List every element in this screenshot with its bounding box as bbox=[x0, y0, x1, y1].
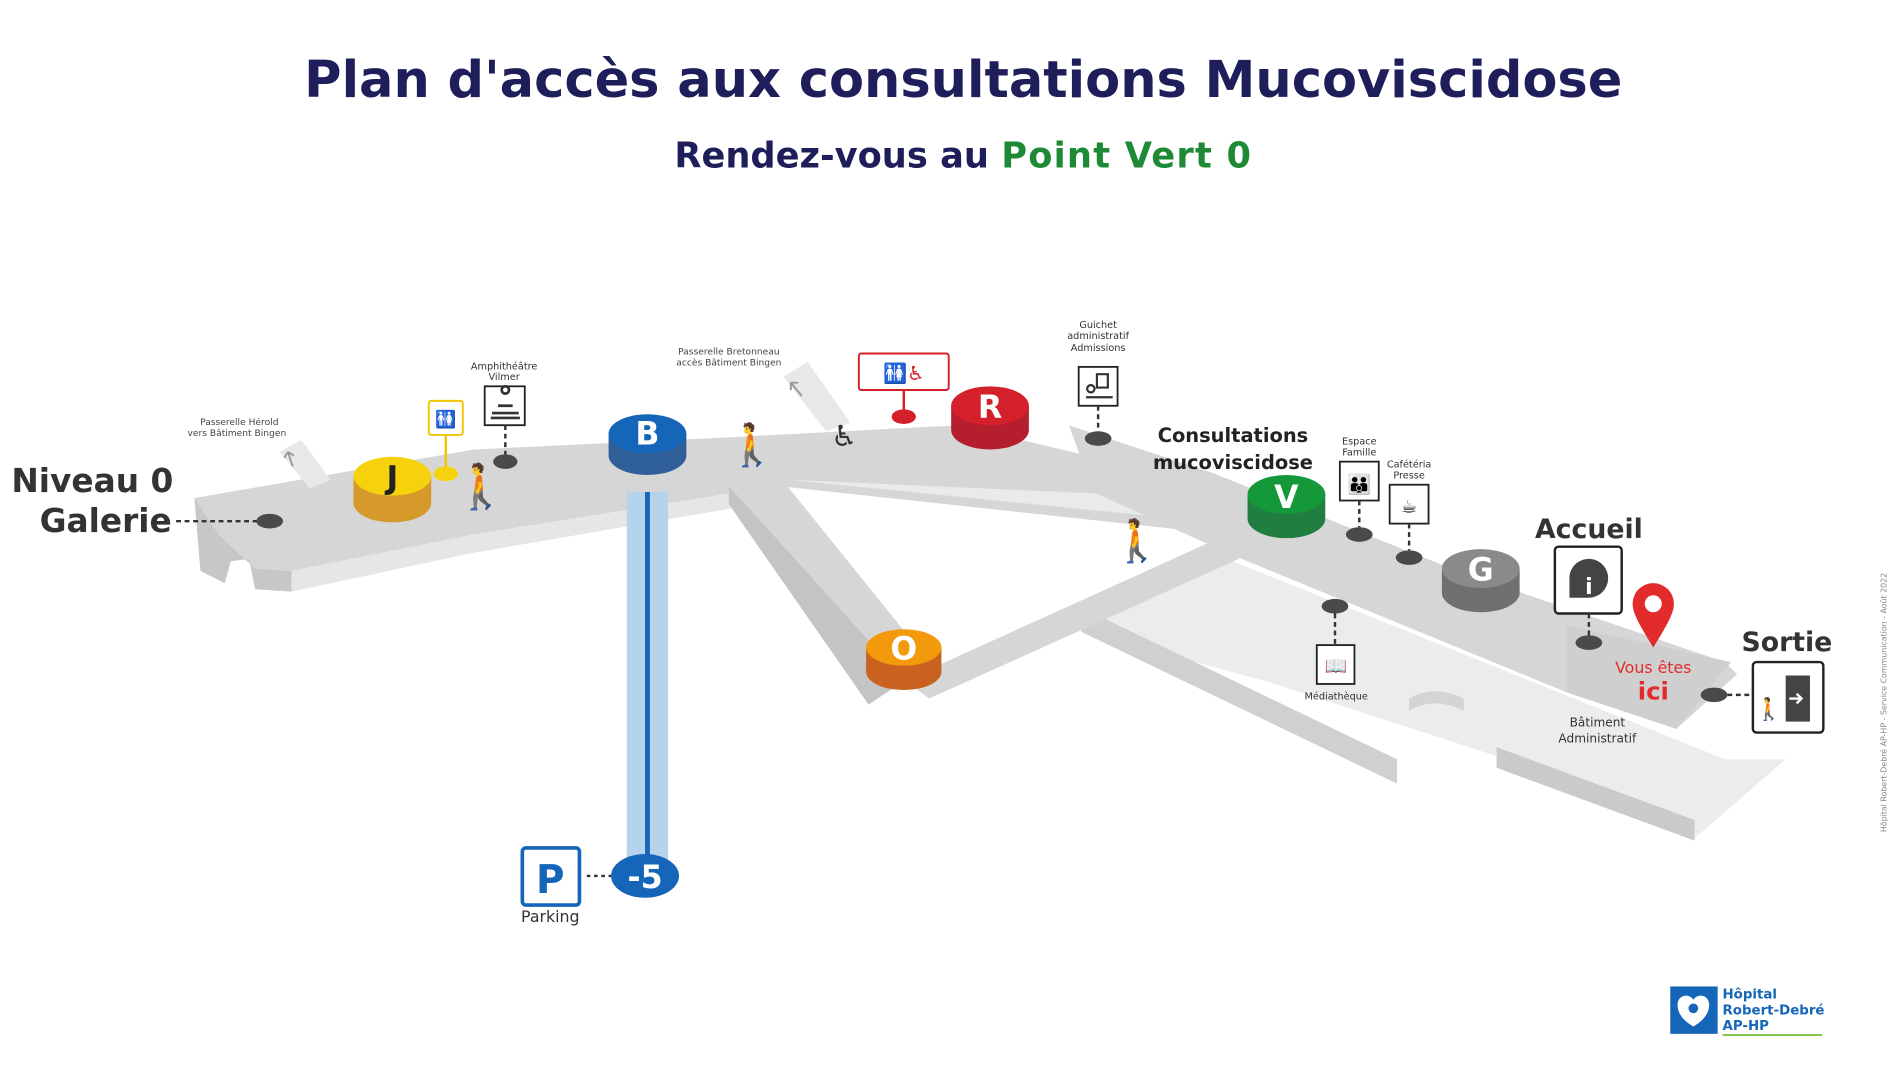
svg-text:O: O bbox=[890, 632, 917, 668]
parking-level-badge[interactable]: -5 bbox=[611, 854, 680, 898]
svg-text:Admissions: Admissions bbox=[1071, 343, 1126, 354]
toilets-sign-yellow[interactable]: 🚻 bbox=[427, 399, 464, 482]
svg-text:R: R bbox=[978, 390, 1002, 426]
coffee-newspaper-icon: ☕ bbox=[1401, 497, 1417, 518]
admissions-desk-sign[interactable] bbox=[1077, 365, 1119, 446]
svg-text:Famille: Famille bbox=[1342, 448, 1376, 459]
arrow-up-left-icon-2 bbox=[789, 381, 803, 397]
svg-text:Presse: Presse bbox=[1393, 471, 1425, 482]
svg-text:accès Bâtiment Bingen: accès Bâtiment Bingen bbox=[676, 358, 781, 369]
consultations-label: Consultations bbox=[1158, 424, 1309, 447]
svg-text:vers Bâtiment Bingen: vers Bâtiment Bingen bbox=[188, 429, 287, 439]
corridor-galerie bbox=[194, 425, 1227, 571]
svg-text:Robert-Debré: Robert-Debré bbox=[1723, 1002, 1825, 1018]
svg-text:i: i bbox=[1585, 575, 1592, 600]
svg-text:Passerelle Hérold: Passerelle Hérold bbox=[200, 417, 278, 428]
location-dot bbox=[256, 513, 284, 529]
courtyard-hole bbox=[1409, 691, 1464, 711]
vous-etes-ici-area bbox=[1567, 625, 1732, 729]
sanitary-sign-red[interactable]: 🚻♿ bbox=[857, 352, 950, 424]
svg-text:Cafétéria: Cafétéria bbox=[1387, 459, 1432, 471]
passerelle-bretonneau bbox=[783, 362, 851, 432]
svg-text:mucoviscidose: mucoviscidose bbox=[1153, 451, 1313, 474]
parking-sign[interactable]: P bbox=[520, 846, 582, 907]
point-r[interactable]: R bbox=[951, 386, 1029, 450]
svg-text:Vilmer: Vilmer bbox=[489, 372, 520, 383]
amphitheatre-sign[interactable] bbox=[483, 385, 526, 469]
svg-text:Passerelle Bretonneau: Passerelle Bretonneau bbox=[678, 348, 780, 358]
family-space-sign[interactable]: 👪 bbox=[1338, 460, 1380, 542]
svg-text:Médiathèque: Médiathèque bbox=[1305, 691, 1368, 703]
floor-plan bbox=[194, 362, 1786, 841]
hospital-logo: Hôpital Robert-Debré AP-HP bbox=[1670, 986, 1825, 1036]
toilets-accessible-baby-icon: 🚻♿ bbox=[883, 362, 925, 385]
point-b[interactable]: B bbox=[608, 414, 687, 476]
corridor-o-left bbox=[728, 473, 930, 681]
walking-exit-icon: 🚶 bbox=[1755, 697, 1782, 723]
info-icon bbox=[1569, 558, 1609, 598]
svg-text:Bâtiment: Bâtiment bbox=[1570, 715, 1626, 729]
svg-text:Amphithéâtre: Amphithéâtre bbox=[471, 360, 538, 372]
svg-text:AP-HP: AP-HP bbox=[1723, 1019, 1770, 1034]
point-o[interactable]: O bbox=[866, 629, 942, 691]
svg-text:G: G bbox=[1468, 553, 1494, 589]
svg-text:V: V bbox=[1274, 480, 1299, 516]
audience-icon bbox=[490, 385, 520, 420]
passerelle-herold bbox=[279, 439, 331, 489]
pedestrian-icon: 🚶 bbox=[454, 462, 508, 513]
svg-text:Espace: Espace bbox=[1342, 437, 1377, 448]
point-v[interactable]: V bbox=[1247, 475, 1326, 539]
gallery-label: Galerie bbox=[40, 502, 172, 540]
point-g[interactable]: G bbox=[1441, 549, 1520, 613]
credit-text: Hôpital Robert-Debré AP-HP - Service Com… bbox=[1878, 573, 1888, 832]
subtitle-highlight: Point Vert 0 bbox=[1001, 136, 1252, 177]
exit-sign[interactable]: 🚶 bbox=[1700, 660, 1825, 734]
page-subtitle: Rendez-vous au Point Vert 0 bbox=[674, 136, 1252, 177]
parking-icon: P bbox=[536, 858, 564, 903]
svg-text:Administratif: Administratif bbox=[1558, 731, 1637, 745]
svg-text:Vous êtes: Vous êtes bbox=[1615, 658, 1691, 677]
corridor-o-v bbox=[904, 534, 1240, 699]
svg-text:-5: -5 bbox=[627, 860, 662, 896]
svg-text:Hôpital: Hôpital bbox=[1723, 987, 1777, 1003]
arrow-up-left-icon bbox=[283, 451, 295, 467]
accueil-info-sign[interactable]: i bbox=[1553, 545, 1623, 650]
toilets-icon: 🚻 bbox=[435, 409, 456, 430]
page-title: Plan d'accès aux consultations Mucovisci… bbox=[304, 51, 1622, 110]
you-are-here-marker: Vous êtes ici bbox=[1615, 583, 1691, 706]
level-label: Niveau 0 bbox=[11, 462, 173, 500]
svg-text:B: B bbox=[635, 417, 659, 453]
book-icon: 📖 bbox=[1325, 656, 1348, 677]
family-icon: 👪 bbox=[1347, 473, 1371, 496]
subtitle-prefix: Rendez-vous au bbox=[674, 136, 1001, 177]
accueil-label: Accueil bbox=[1535, 514, 1643, 545]
svg-text:J: J bbox=[384, 460, 398, 496]
point-j[interactable]: J bbox=[353, 456, 432, 523]
svg-text:ici: ici bbox=[1638, 677, 1669, 706]
map-pin-icon bbox=[1632, 583, 1674, 648]
svg-text:Guichet: Guichet bbox=[1079, 320, 1117, 331]
pedestrians-icon: 🚶 bbox=[726, 421, 777, 469]
svg-text:administratif: administratif bbox=[1067, 331, 1129, 342]
sortie-label: Sortie bbox=[1741, 627, 1832, 658]
wheelchair-icon: ♿ bbox=[831, 419, 857, 453]
pedestrians-icon-2: 🚶 bbox=[1111, 517, 1162, 565]
cafeteria-sign[interactable]: ☕ bbox=[1388, 483, 1430, 565]
desk-icon bbox=[1085, 373, 1113, 399]
mediatheque-sign[interactable]: 📖 bbox=[1315, 598, 1356, 685]
parking-label: Parking bbox=[521, 907, 580, 926]
